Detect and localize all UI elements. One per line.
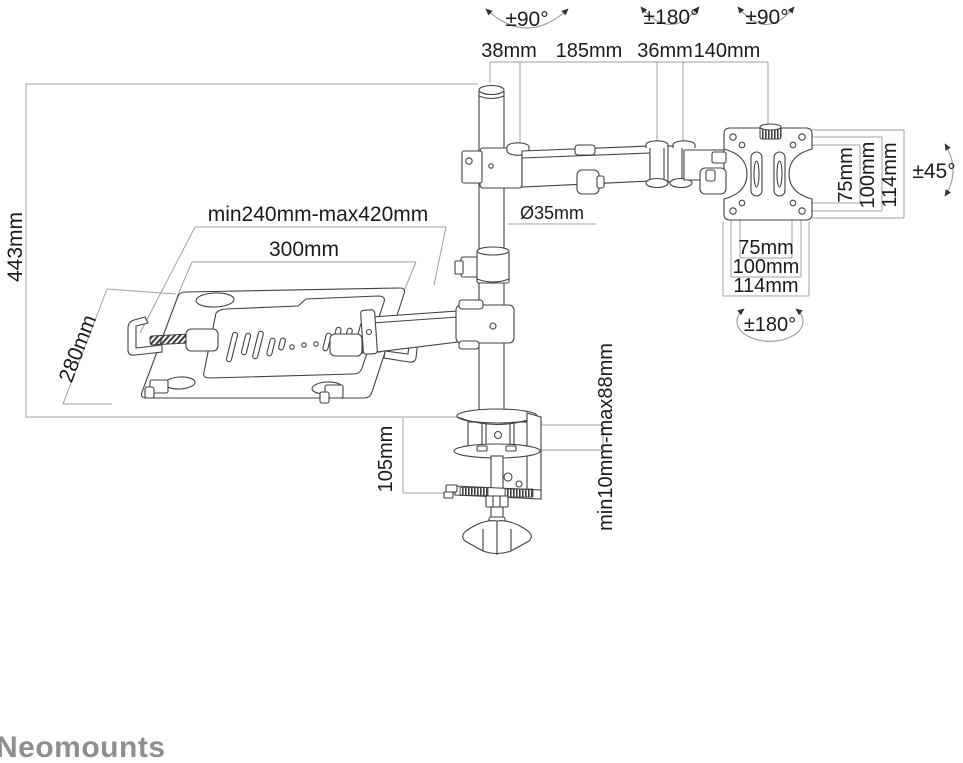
cable-clip-top xyxy=(574,144,596,156)
screen-tilt-label: ±45° xyxy=(912,160,955,183)
vesa-slot xyxy=(773,151,786,197)
tray-left-hook xyxy=(127,316,163,356)
vesa-hole xyxy=(798,207,806,215)
tray-hole xyxy=(195,292,235,308)
tray-arm-pole-clamp xyxy=(455,304,515,344)
vesa-vertical-114-label: 114mm xyxy=(879,142,901,207)
screen-rotation-label: ±180° xyxy=(744,314,796,336)
vesa-horizontal-114-label: 114mm xyxy=(733,275,798,297)
clamp-pad xyxy=(504,488,534,498)
arm-pole-clamp xyxy=(479,147,523,189)
tray-feet xyxy=(144,379,344,404)
vesa-plate xyxy=(723,123,813,221)
tray-width-range-line xyxy=(139,226,447,334)
elbow-rotation-label: ±180° xyxy=(644,6,699,29)
top-dimension-line xyxy=(489,61,769,142)
height-dimension-bracket xyxy=(25,83,478,418)
vesa-vertical-100-label: 100mm xyxy=(857,142,879,209)
product-drawing xyxy=(127,84,813,555)
tray-left-slider xyxy=(185,328,219,352)
monitor-arm xyxy=(461,140,727,195)
vesa-hole xyxy=(729,133,737,141)
head-rotation-label: ±90° xyxy=(745,6,788,29)
vesa-vertical-75-label: 75mm xyxy=(835,147,857,203)
offset-pole-label: 38mm xyxy=(481,40,537,62)
tray-depth-line xyxy=(62,288,177,405)
head-rotation-arc xyxy=(737,6,795,25)
vesa-hole xyxy=(729,207,737,215)
screen-rotation-arc xyxy=(736,308,804,342)
tilt-arc xyxy=(944,143,954,197)
pole-rotation-arc xyxy=(485,8,569,29)
vesa-slot xyxy=(750,151,763,197)
dimension-lines xyxy=(25,61,905,494)
vesa-hole xyxy=(789,199,797,207)
vesa-plate-outline xyxy=(723,127,813,221)
clamp-wing-knob xyxy=(462,516,532,555)
pole-height-label: 443mm xyxy=(4,212,27,282)
vesa-horizontal-75-label: 75mm xyxy=(738,237,794,259)
dimension-labels: ±90° ±180° ±90° 38mm 185mm 36mm 140mm 44… xyxy=(4,6,956,531)
clamp-height-label: 105mm xyxy=(375,426,397,493)
tray-arm xyxy=(360,299,515,355)
rotation-arcs xyxy=(485,6,954,342)
clamp-pad xyxy=(459,487,489,496)
elbow-rotation-arc xyxy=(640,6,700,25)
laptop-tray xyxy=(127,287,419,404)
offset-arm2-label: 140mm xyxy=(694,40,761,62)
pole-diameter-label: Ø35mm xyxy=(520,203,584,223)
brand-logo: Neomounts xyxy=(0,731,166,763)
vesa-hole xyxy=(789,141,797,149)
tray-platform xyxy=(203,295,385,379)
tray-right-slider xyxy=(329,333,363,357)
elbow-joint xyxy=(645,140,696,189)
vesa-horizontal-100-label: 100mm xyxy=(733,256,800,278)
tray-left-screw xyxy=(149,333,191,346)
vesa-horizontal-brackets xyxy=(722,207,810,297)
vesa-vertical-brackets xyxy=(796,129,905,219)
offset-arm1-label: 185mm xyxy=(556,40,623,62)
pole-rotation-label: ±90° xyxy=(505,8,548,31)
clamp-height-bracket xyxy=(402,418,459,494)
tray-width-label: 300mm xyxy=(269,238,339,261)
desk-clamp xyxy=(443,408,542,555)
cable-clip-bottom xyxy=(576,169,600,195)
offset-elbow-label: 36mm xyxy=(637,40,693,62)
tray-width-range-label: min240mm-max420mm xyxy=(208,203,429,226)
tray-depth-label: 280mm xyxy=(55,312,102,386)
vesa-hole xyxy=(738,141,746,149)
vesa-hole xyxy=(738,199,746,207)
clamp-thickness-range-label: min10mm-max88mm xyxy=(595,343,617,531)
tray-width-line xyxy=(176,261,417,298)
clamp-opening-bracket xyxy=(539,424,604,451)
pole-collar xyxy=(454,246,510,284)
vesa-hole xyxy=(798,133,806,141)
